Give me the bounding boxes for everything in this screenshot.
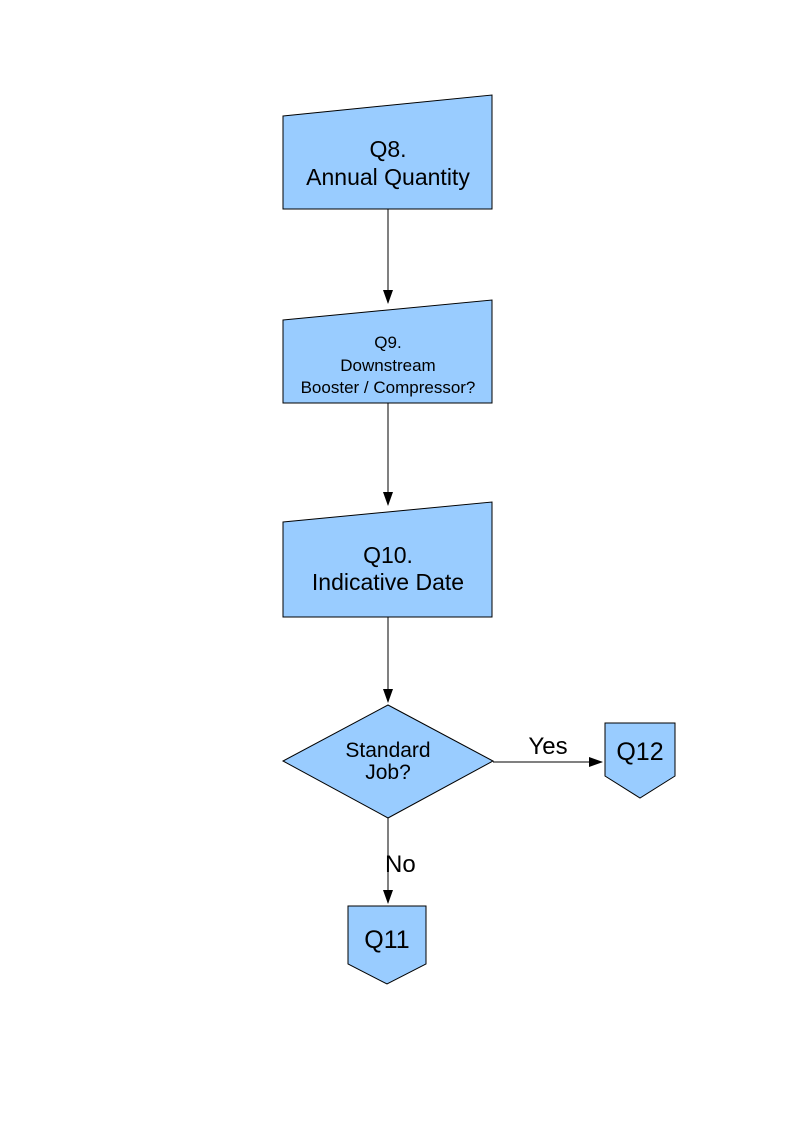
node-q9-label-line3: Booster / Compressor? [301,378,476,397]
node-decision-label-line1: Standard [345,739,430,762]
node-decision-label-line2: Job? [365,761,411,784]
edge-label-yes: Yes [528,733,567,760]
node-q9-label-line2: Downstream [340,356,435,375]
node-q10-label-line2: Indicative Date [312,569,464,595]
node-q9-downstream-booster [282,299,493,404]
node-q9-label-line1: Q9. [374,333,401,352]
node-q12-label: Q12 [616,738,663,766]
node-q11-offpage-connector [347,905,427,985]
node-q11-label: Q11 [364,926,409,954]
node-q8-label-line1: Q8. [369,136,406,162]
node-q8-label-line2: Annual Quantity [306,164,470,190]
node-q12-offpage-connector [604,722,676,799]
node-q10-indicative-date [282,501,493,618]
node-q10-label-line1: Q10. [363,542,413,568]
node-q8-annual-quantity [282,94,493,210]
edge-label-no: No [385,851,416,878]
